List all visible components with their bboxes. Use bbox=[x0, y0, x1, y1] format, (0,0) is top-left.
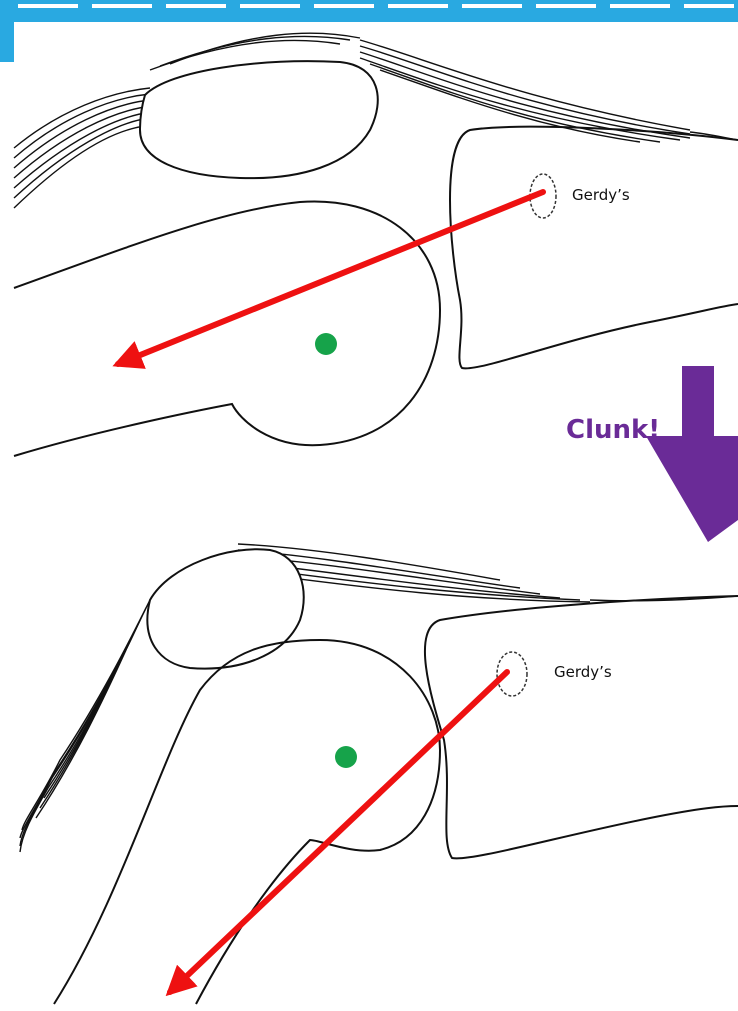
clunk-arrow bbox=[646, 366, 738, 542]
top-femur bbox=[14, 201, 440, 456]
top-panel: Gerdy’s bbox=[14, 33, 738, 456]
bottom-patella bbox=[147, 549, 303, 668]
bottom-force-arrow bbox=[170, 672, 507, 992]
clunk-label: Clunk! bbox=[566, 415, 660, 445]
bottom-femur bbox=[54, 640, 440, 1004]
bottom-center-dot bbox=[335, 746, 357, 768]
bottom-gerdy-label: Gerdy’s bbox=[554, 663, 612, 681]
top-tibia bbox=[450, 127, 738, 369]
clunk-indicator: Clunk! bbox=[566, 366, 738, 542]
top-tendon bbox=[14, 33, 738, 208]
bottom-panel: Gerdy’s bbox=[20, 544, 738, 1004]
top-border bbox=[0, 0, 738, 62]
bottom-tendon bbox=[20, 544, 738, 852]
top-patella bbox=[140, 61, 378, 178]
top-gerdy-label: Gerdy’s bbox=[572, 186, 630, 204]
top-center-dot bbox=[315, 333, 337, 355]
bottom-tibia bbox=[425, 596, 738, 858]
